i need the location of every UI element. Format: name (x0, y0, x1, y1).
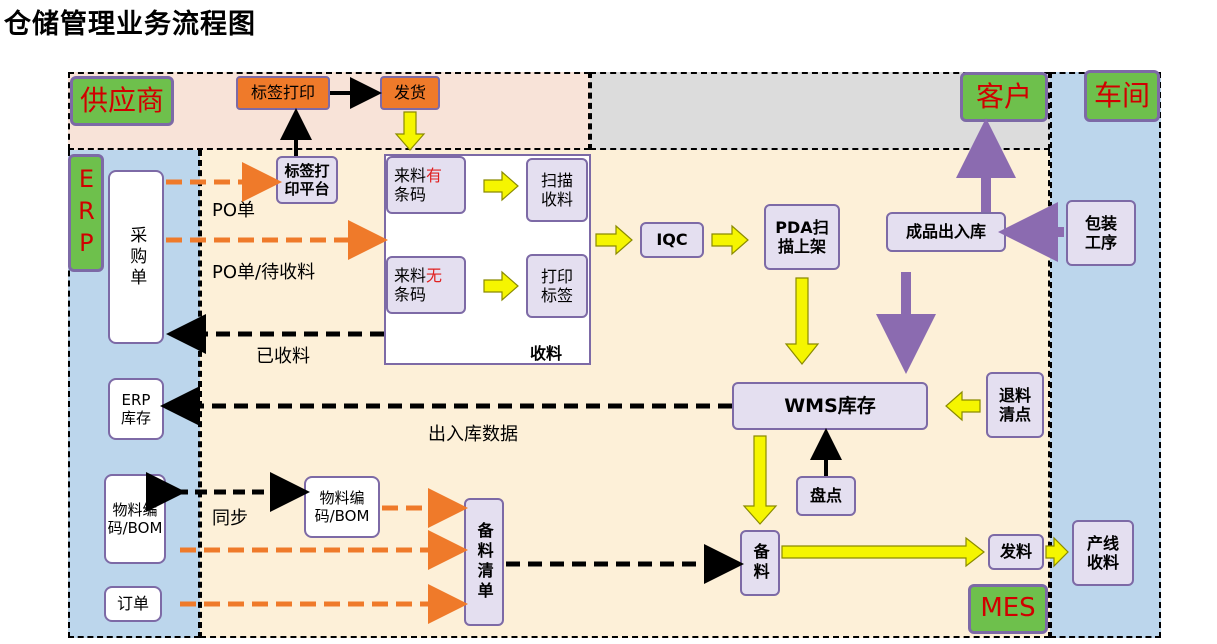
print-label-node: 打印标签 (526, 254, 588, 318)
pda-shelve-node: PDA扫描上架 (764, 204, 840, 270)
inout-data-label: 出入库数据 (428, 424, 518, 445)
line-receive-node: 产线收料 (1072, 520, 1134, 586)
sync-label: 同步 (212, 508, 248, 529)
label-print-node: 标签打印 (236, 76, 330, 110)
arrow-prepare-issue (781, 536, 985, 568)
incoming-nobarcode-node: 来料无条码 (386, 256, 466, 314)
wms-stock-node: WMS库存 (732, 382, 928, 430)
fg-inout-node: 成品出入库 (886, 212, 1006, 252)
incoming-nobarcode-suffix: 条码 (394, 285, 427, 304)
arrow-issue-line (1045, 536, 1069, 568)
arrow-nobarcode-print (483, 270, 519, 302)
arrow-receiving-iqc (595, 224, 633, 256)
inventory-count-node: 盘点 (796, 476, 856, 516)
mes-tag: MES (968, 584, 1048, 634)
incoming-barcode-node: 来料有条码 (386, 156, 466, 214)
received-label: 已收料 (256, 346, 310, 367)
erp-stock-node: ERP库存 (108, 378, 164, 440)
order-node: 订单 (104, 586, 162, 622)
purchase-order-node: 采购单 (108, 170, 164, 344)
workshop-tag: 车间 (1084, 70, 1160, 122)
page-title: 仓储管理业务流程图 (4, 9, 256, 40)
packaging-node: 包装工序 (1066, 200, 1136, 266)
scan-receive-node: 扫描收料 (526, 158, 588, 222)
po-label: PO单 (212, 200, 256, 221)
arrow-ship-receiving (394, 111, 426, 151)
material-bom-node: 物料编码/BOM (304, 476, 380, 538)
incoming-barcode-suffix: 条码 (394, 185, 427, 204)
arrow-iqc-pda (711, 224, 749, 256)
arrow-barcode-scan (483, 170, 519, 202)
po-pending-label: PO单/待收料 (212, 262, 316, 283)
prepare-node: 备料 (740, 530, 780, 596)
arrow-wms-prepare (742, 435, 778, 525)
receiving-label: 收料 (530, 344, 563, 363)
label-platform-node: 标签打印平台 (276, 156, 338, 204)
arrow-pda-wms (784, 277, 820, 365)
incoming-nobarcode-has: 无 (426, 265, 443, 285)
incoming-nobarcode-prefix: 来料 (394, 265, 427, 285)
arrow-return-wms (945, 390, 981, 422)
return-clear-node: 退料清点 (986, 372, 1044, 438)
iqc-node: IQC (640, 222, 704, 258)
incoming-barcode-has: 有 (426, 165, 443, 185)
incoming-barcode-prefix: 来料 (394, 165, 427, 185)
supplier-tag: 供应商 (70, 76, 174, 126)
issue-node: 发料 (988, 534, 1044, 570)
erp-tag: ERP (68, 154, 104, 272)
